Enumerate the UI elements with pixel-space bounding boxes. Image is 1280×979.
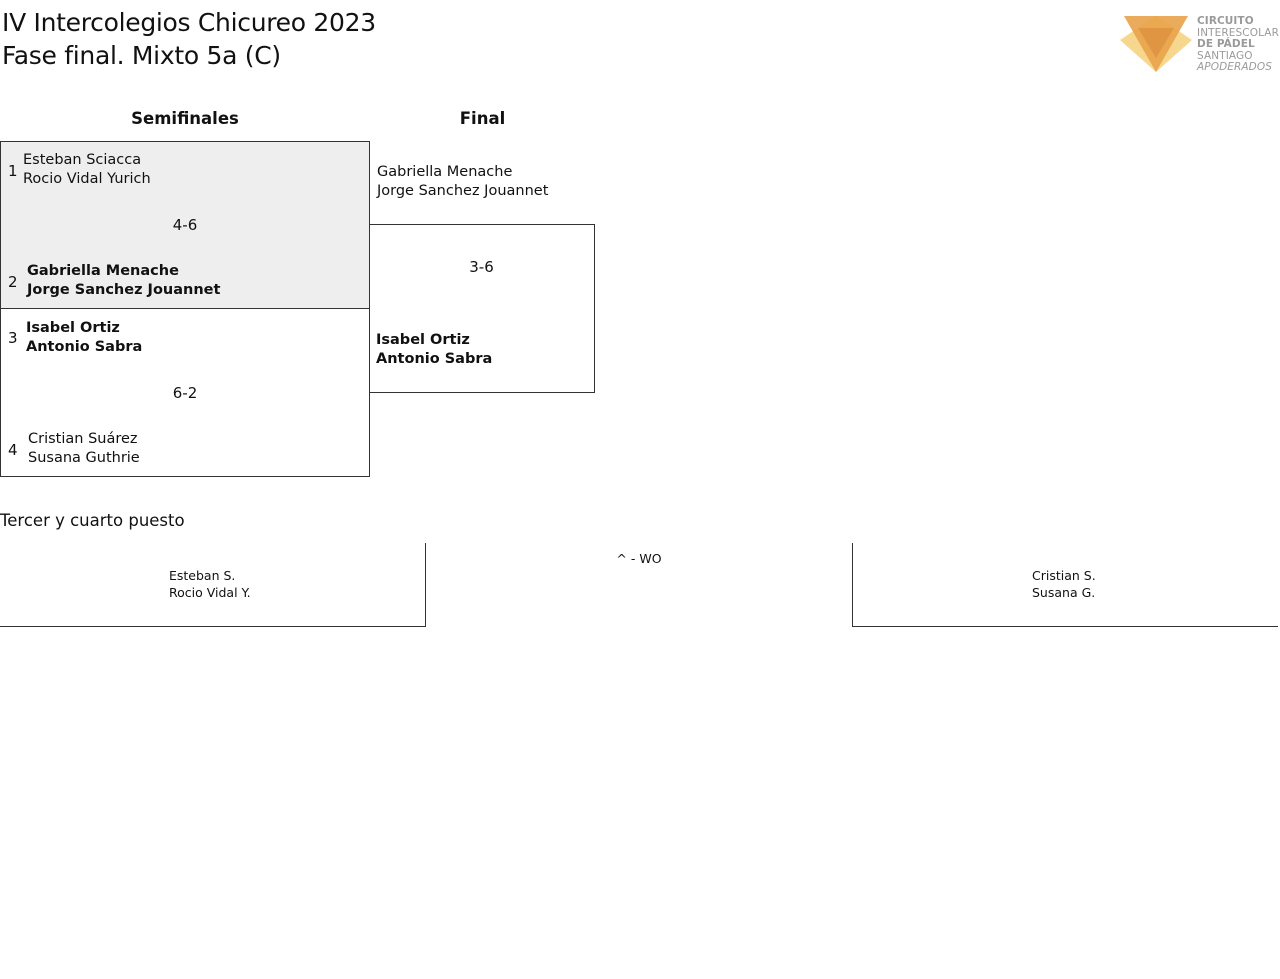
player-name: Cristian Suárez (28, 431, 138, 447)
semifinals-header: Semifinales (131, 109, 239, 128)
player-name: Rocio Vidal Yurich (23, 171, 151, 187)
player-name: Gabriella Menache (377, 164, 513, 180)
player-name: Isabel Ortiz (376, 332, 470, 348)
bracket-line (425, 543, 426, 627)
player-name: Antonio Sabra (26, 339, 143, 355)
semifinal-match-2: 3 Isabel Ortiz Antonio Sabra 6-2 4 Crist… (0, 308, 370, 477)
player-name: Susana Guthrie (28, 450, 140, 466)
semifinal-match-1: 1 Esteban Sciacca Rocio Vidal Yurich 4-6… (0, 141, 370, 309)
player-name: Isabel Ortiz (26, 320, 120, 336)
player-name: Esteban S. (169, 568, 236, 583)
match-score: 6-2 (172, 384, 198, 402)
team-pair-bottom-winner: Gabriella Menache Jorge Sanchez Jouannet (27, 262, 220, 300)
page-subtitle: Fase final. Mixto 5a (C) (2, 41, 281, 70)
final-team-top: Gabriella Menache Jorge Sanchez Jouannet (377, 163, 548, 201)
bracket-line (852, 626, 1278, 627)
team-pair-top: Esteban Sciacca Rocio Vidal Yurich (23, 151, 151, 189)
bracket-line (0, 626, 426, 627)
logo-text: CIRCUITO INTERESCOLAR DE PÁDEL SANTIAGO … (1197, 15, 1279, 74)
bracket-line (852, 543, 853, 627)
seed-number: 1 (8, 162, 18, 180)
player-name: Rocio Vidal Y. (169, 585, 251, 600)
circuit-logo: CIRCUITO INTERESCOLAR DE PÁDEL SANTIAGO … (1118, 14, 1279, 76)
fox-logo-icon (1120, 16, 1192, 72)
player-name: Gabriella Menache (27, 263, 179, 279)
seed-number: 4 (8, 441, 18, 459)
match-score: ^ - WO (616, 551, 662, 566)
match-score: 4-6 (172, 216, 198, 234)
player-name: Jorge Sanchez Jouannet (27, 282, 221, 298)
team-pair-top-winner: Isabel Ortiz Antonio Sabra (26, 319, 142, 357)
third-place-team-right: Cristian S. Susana G. (1032, 567, 1096, 601)
match-score: 3-6 (469, 258, 494, 276)
third-place-title: Tercer y cuarto puesto (0, 511, 185, 530)
third-place-team-left: Esteban S. Rocio Vidal Y. (169, 567, 251, 601)
final-team-bottom-winner: Isabel Ortiz Antonio Sabra (376, 331, 492, 369)
player-name: Susana G. (1032, 585, 1096, 600)
player-name: Jorge Sanchez Jouannet (377, 183, 549, 199)
seed-number: 2 (8, 273, 18, 291)
page-title: IV Intercolegios Chicureo 2023 (2, 8, 376, 37)
player-name: Esteban Sciacca (23, 152, 142, 168)
team-pair-bottom: Cristian Suárez Susana Guthrie (28, 430, 140, 468)
seed-number: 3 (8, 329, 18, 347)
final-match: 3-6 Isabel Ortiz Antonio Sabra (369, 224, 595, 393)
final-header: Final (459, 109, 506, 128)
player-name: Antonio Sabra (376, 351, 493, 367)
player-name: Cristian S. (1032, 568, 1096, 583)
